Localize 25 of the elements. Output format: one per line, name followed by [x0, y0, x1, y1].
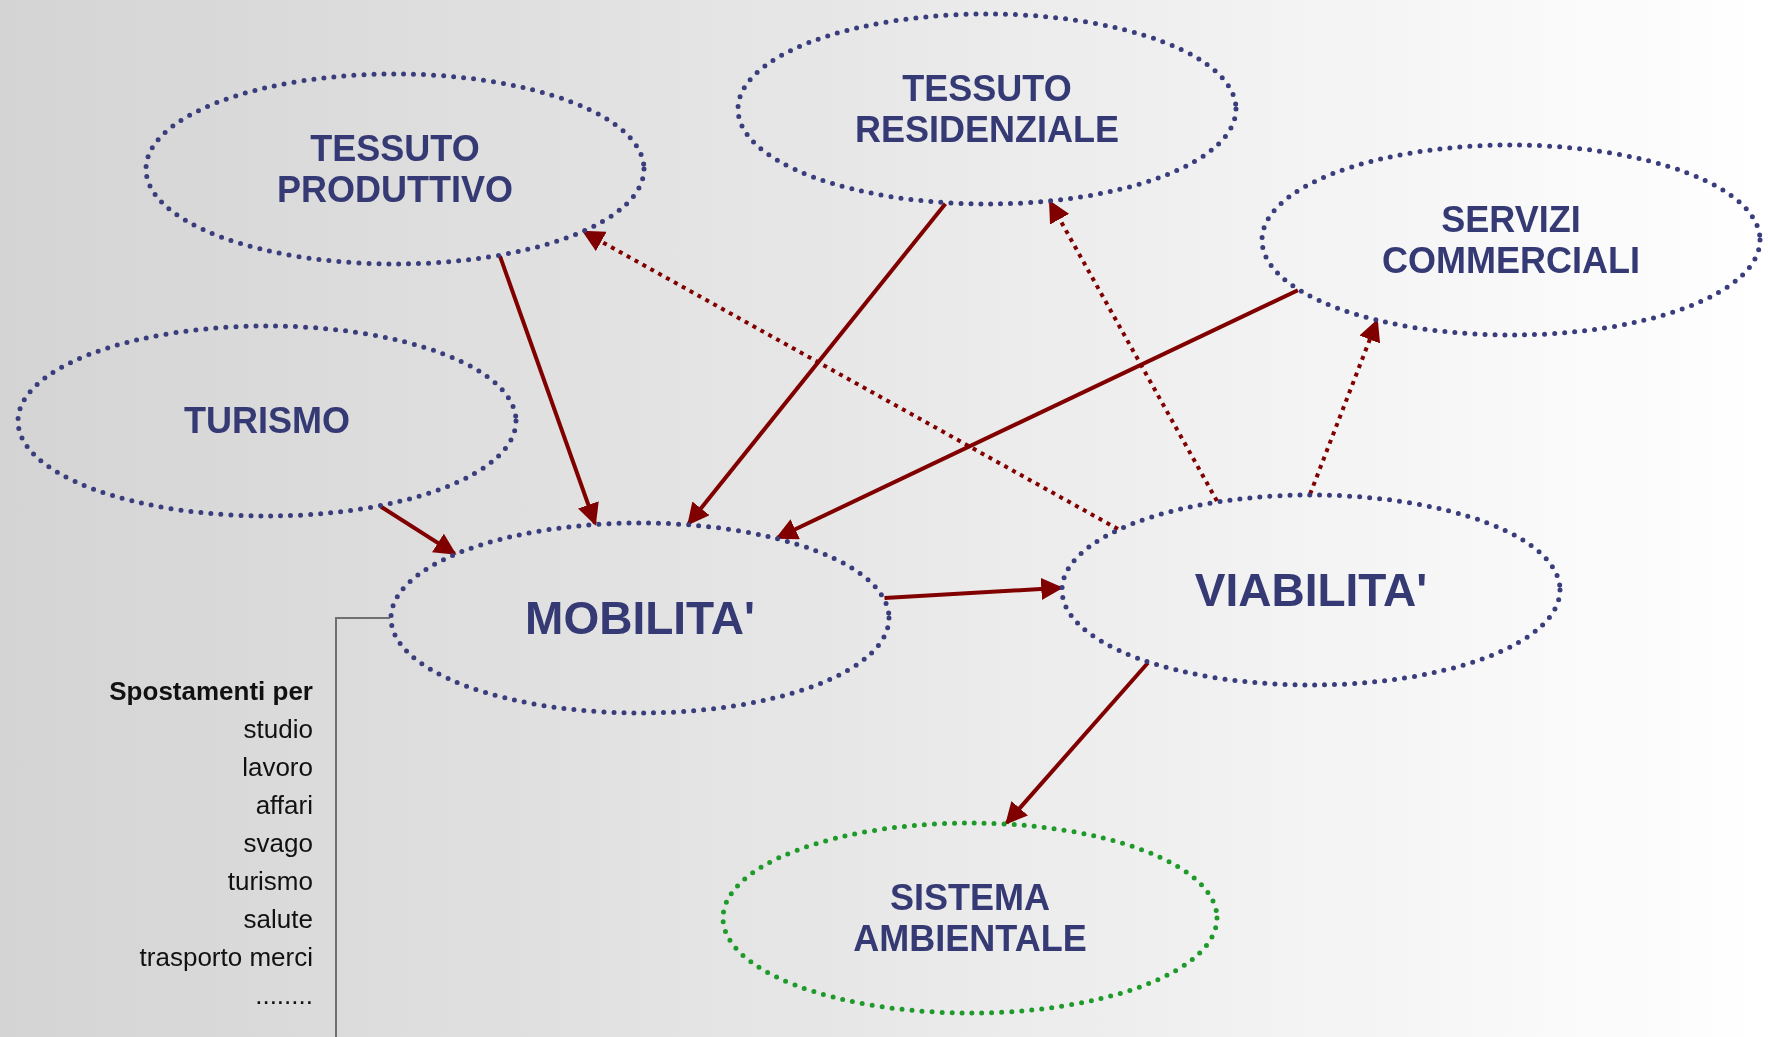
dotted-arrow	[1308, 319, 1381, 495]
list-heading: Spostamenti per	[109, 675, 313, 708]
arrow	[687, 202, 947, 526]
node-label: TESSUTO RESIDENZIALE	[855, 67, 1119, 151]
node-label: VIABILITA'	[1194, 563, 1428, 617]
node-label: SISTEMA AMBIENTALE	[853, 876, 1087, 960]
node-label: MOBILITA'	[525, 591, 755, 645]
list-item: turismo	[227, 865, 313, 898]
dotted-arrow	[1048, 200, 1219, 503]
list-item: affari	[255, 789, 313, 822]
arrow	[775, 288, 1299, 540]
arrow	[379, 504, 457, 556]
arrow	[498, 255, 599, 526]
list-item: svago	[243, 827, 313, 860]
dotted-arrow	[582, 230, 1119, 531]
list-item: studio	[243, 713, 313, 746]
arrow	[1005, 661, 1150, 825]
list-item: salute	[243, 903, 313, 936]
list-item: ........	[255, 979, 313, 1012]
leader-line	[335, 617, 391, 1037]
node-label: TURISMO	[184, 400, 350, 442]
node-label: SERVIZI COMMERCIALI	[1382, 198, 1640, 282]
list-item: lavoro	[242, 751, 313, 784]
node-label: TESSUTO PRODUTTIVO	[277, 127, 513, 211]
list-item: trasporto merci	[139, 941, 313, 974]
